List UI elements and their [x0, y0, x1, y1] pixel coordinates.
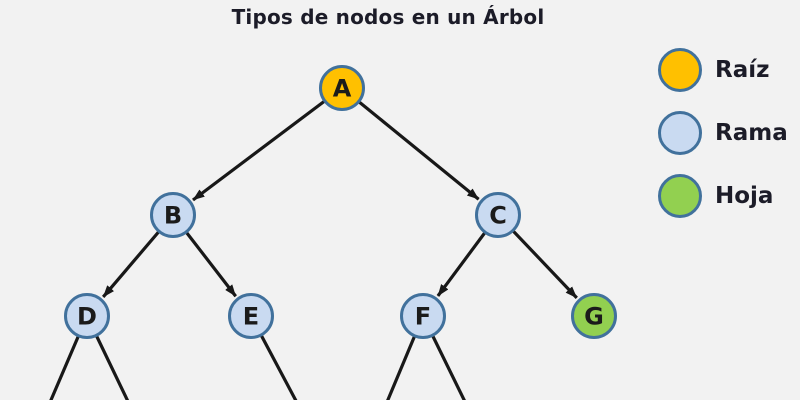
- tree-node-label-F: F: [415, 303, 431, 331]
- tree-node-circle-C: [475, 192, 521, 238]
- legend-label-raiz: Raíz: [715, 57, 770, 83]
- tree-node-circle-A: [319, 65, 365, 111]
- tree-node-circle-G: [571, 293, 617, 339]
- leaf-node-swatch-icon: [658, 174, 702, 218]
- tree-node-label-C: C: [489, 202, 507, 230]
- legend-item-hoja: Hoja: [658, 174, 788, 218]
- tree-node-label-B: B: [164, 202, 182, 230]
- legend-item-raiz: Raíz: [658, 48, 788, 92]
- tree-node-label-G: G: [584, 303, 604, 331]
- tree-node-G: G: [571, 293, 617, 339]
- diagram-title: Tipos de nodos en un Árbol: [231, 5, 545, 29]
- edge-A-C: [340, 86, 480, 201]
- root-node-swatch-icon: [658, 48, 702, 92]
- tree-node-label-E: E: [243, 303, 259, 331]
- legend: Raíz Rama Hoja: [658, 48, 788, 237]
- tree-node-circle-B: [150, 192, 196, 238]
- legend-label-hoja: Hoja: [715, 183, 774, 209]
- tree-node-label-A: A: [333, 75, 352, 103]
- tree-node-circle-E: [228, 293, 274, 339]
- tree-node-E: E: [228, 293, 274, 339]
- legend-label-rama: Rama: [715, 120, 788, 146]
- tree-node-circle-F: [400, 293, 446, 339]
- tree-node-label-D: D: [77, 303, 97, 331]
- tree-node-D: D: [64, 293, 110, 339]
- legend-item-rama: Rama: [658, 111, 788, 155]
- edge-A-B: [192, 86, 343, 202]
- branch-node-swatch-icon: [658, 111, 702, 155]
- tree-node-F: F: [400, 293, 446, 339]
- tree-node-C: C: [475, 192, 521, 238]
- tree-node-B: B: [150, 192, 196, 238]
- tree-node-A: A: [319, 65, 365, 111]
- tree-node-circle-D: [64, 293, 110, 339]
